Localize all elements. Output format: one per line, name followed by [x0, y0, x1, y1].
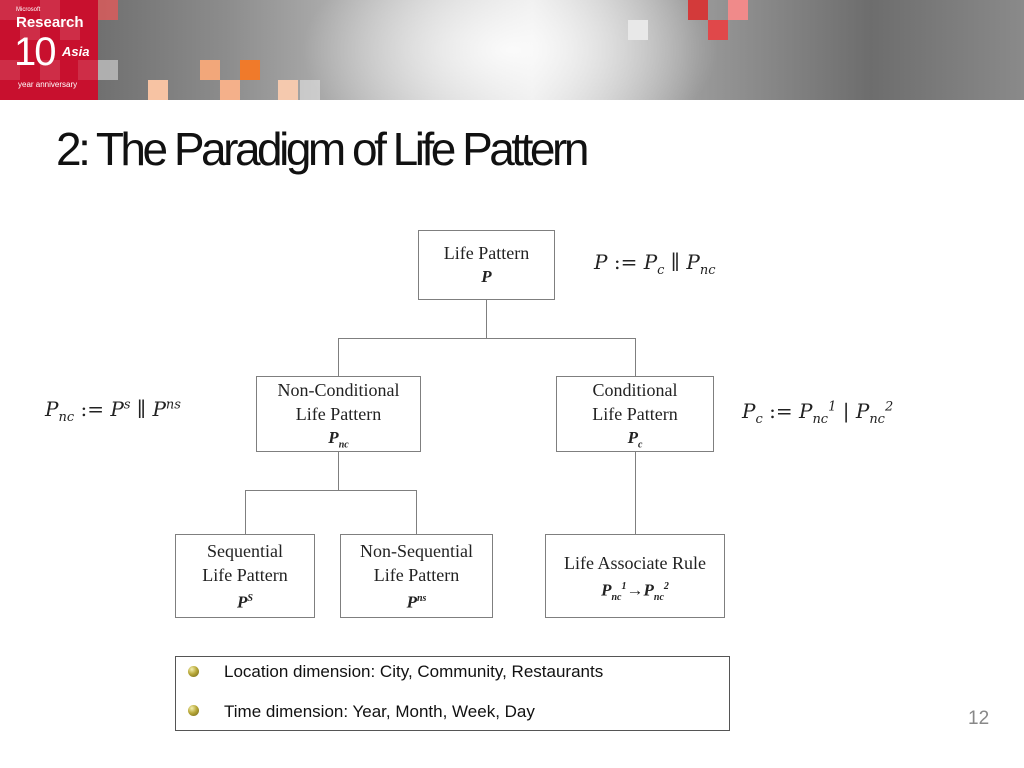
node-symbol: PS	[237, 592, 253, 612]
logo-research-text: Research	[16, 14, 84, 31]
logo-asia-text: Asia	[62, 44, 90, 59]
node-label: Conditional	[592, 380, 678, 400]
decorative-square	[148, 80, 168, 100]
formula-non-conditional: Pnc := Ps ∥ Pns	[45, 397, 181, 425]
node-label: Life Pattern	[592, 404, 678, 424]
header-banner: Microsoft Research 10 Asia year annivers…	[0, 0, 1024, 100]
decorative-square	[98, 60, 118, 80]
decorative-square	[278, 80, 298, 100]
page-number: 12	[968, 708, 990, 729]
node-rule-symbol: Pnc1→Pnc2	[601, 580, 669, 604]
connector-line	[635, 452, 636, 534]
node-conditional: Conditional Life Pattern Pc	[556, 376, 714, 452]
node-symbol: P	[481, 267, 492, 286]
connector-line	[635, 338, 636, 376]
node-non-sequential: Non-Sequential Life Pattern Pns	[340, 534, 493, 618]
node-life-associate-rule: Life Associate Rule Pnc1→Pnc2	[545, 534, 725, 618]
bullet-icon	[188, 705, 199, 716]
node-label: Sequential	[207, 541, 283, 561]
node-non-conditional: Non-Conditional Life Pattern Pnc	[256, 376, 421, 452]
formula-conditional: Pc := Pnc1 | Pnc2	[742, 399, 894, 427]
node-sequential: Sequential Life Pattern PS	[175, 534, 315, 618]
decorative-square	[220, 80, 240, 100]
decorative-square	[98, 0, 118, 20]
decorative-square	[688, 0, 708, 20]
decorative-square	[628, 20, 648, 40]
node-label: Life Pattern	[373, 565, 460, 585]
legend-item-location: Location dimension: City, Community, Res…	[224, 662, 604, 681]
decorative-square	[200, 60, 220, 80]
logo-anniversary-text: year anniversary	[18, 80, 78, 89]
node-symbol: Pnc	[328, 428, 349, 451]
node-symbol: Pc	[627, 428, 643, 451]
connector-line	[338, 452, 339, 490]
node-life-pattern: Life Pattern P	[418, 230, 555, 300]
slide-title: 2: The Paradigm of Life Pattern	[56, 123, 589, 175]
node-label: Life Associate Rule	[564, 553, 706, 573]
msr-asia-logo: Microsoft Research 10 Asia year annivers…	[0, 0, 98, 100]
connector-line	[486, 300, 487, 338]
decorative-square	[708, 20, 728, 40]
banner-light-rays	[300, 0, 720, 100]
decorative-square	[728, 0, 748, 20]
connector-line	[245, 490, 417, 491]
bullet-icon	[188, 666, 199, 677]
node-symbol: Pns	[406, 592, 427, 612]
node-label: Life Pattern	[202, 565, 288, 585]
arrow-right-icon: →	[626, 580, 644, 600]
logo-ten-text: 10	[14, 30, 56, 74]
logo-microsoft-text: Microsoft	[16, 7, 41, 13]
connector-line	[245, 490, 246, 534]
logo-tile-pattern	[0, 0, 98, 100]
connector-line	[416, 490, 417, 534]
node-label: Life Pattern	[295, 404, 382, 424]
dimension-legend-box: Location dimension: City, Community, Res…	[175, 656, 730, 731]
decorative-square	[240, 60, 260, 80]
legend-item-time: Time dimension: Year, Month, Week, Day	[224, 702, 535, 721]
node-label: Non-Conditional	[277, 380, 400, 400]
connector-line	[338, 338, 635, 339]
node-label: Life Pattern	[443, 243, 530, 263]
decorative-square	[300, 80, 320, 100]
node-label: Non-Sequential	[360, 541, 473, 561]
connector-line	[338, 338, 339, 376]
formula-life-pattern: P := Pc ∥ Pnc	[594, 250, 716, 278]
